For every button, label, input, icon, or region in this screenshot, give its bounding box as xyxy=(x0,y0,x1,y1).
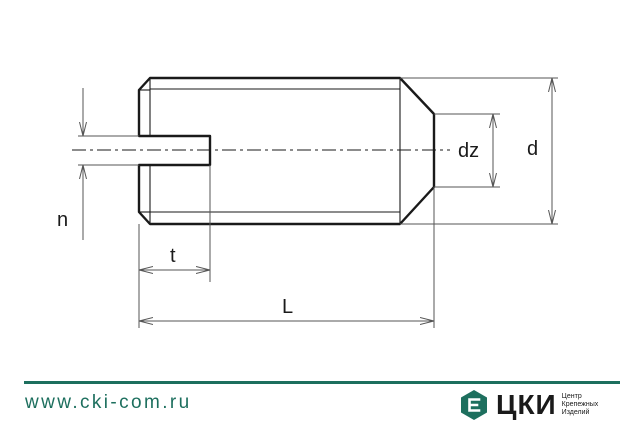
set-screw-drawing: n t L dz d xyxy=(57,76,558,328)
brand-tagline-line: Центр xyxy=(561,393,582,400)
dimension-labels: n t L dz d xyxy=(57,138,538,318)
label-d: d xyxy=(527,138,538,160)
label-dz: dz xyxy=(458,140,479,162)
thread-lines xyxy=(139,78,401,224)
footer-divider xyxy=(24,381,620,384)
label-t: t xyxy=(170,245,176,267)
screw-outline xyxy=(137,76,436,226)
brand-name: ЦКИ xyxy=(496,389,557,420)
label-n: n xyxy=(57,209,68,231)
label-L: L xyxy=(282,296,293,318)
brand-emblem-icon xyxy=(461,390,487,420)
brand-logo[interactable]: ЦКИ Центр Крепежных Изделий xyxy=(458,389,598,421)
brand-tagline-line: Изделий xyxy=(561,409,590,416)
site-url-link[interactable]: www.cki-com.ru xyxy=(25,392,192,413)
brand-tagline-line: Крепежных xyxy=(561,401,599,408)
extension-lines xyxy=(78,77,558,328)
brand-tagline: Центр Крепежных Изделий xyxy=(562,393,599,417)
dimension-arrows xyxy=(83,78,552,321)
